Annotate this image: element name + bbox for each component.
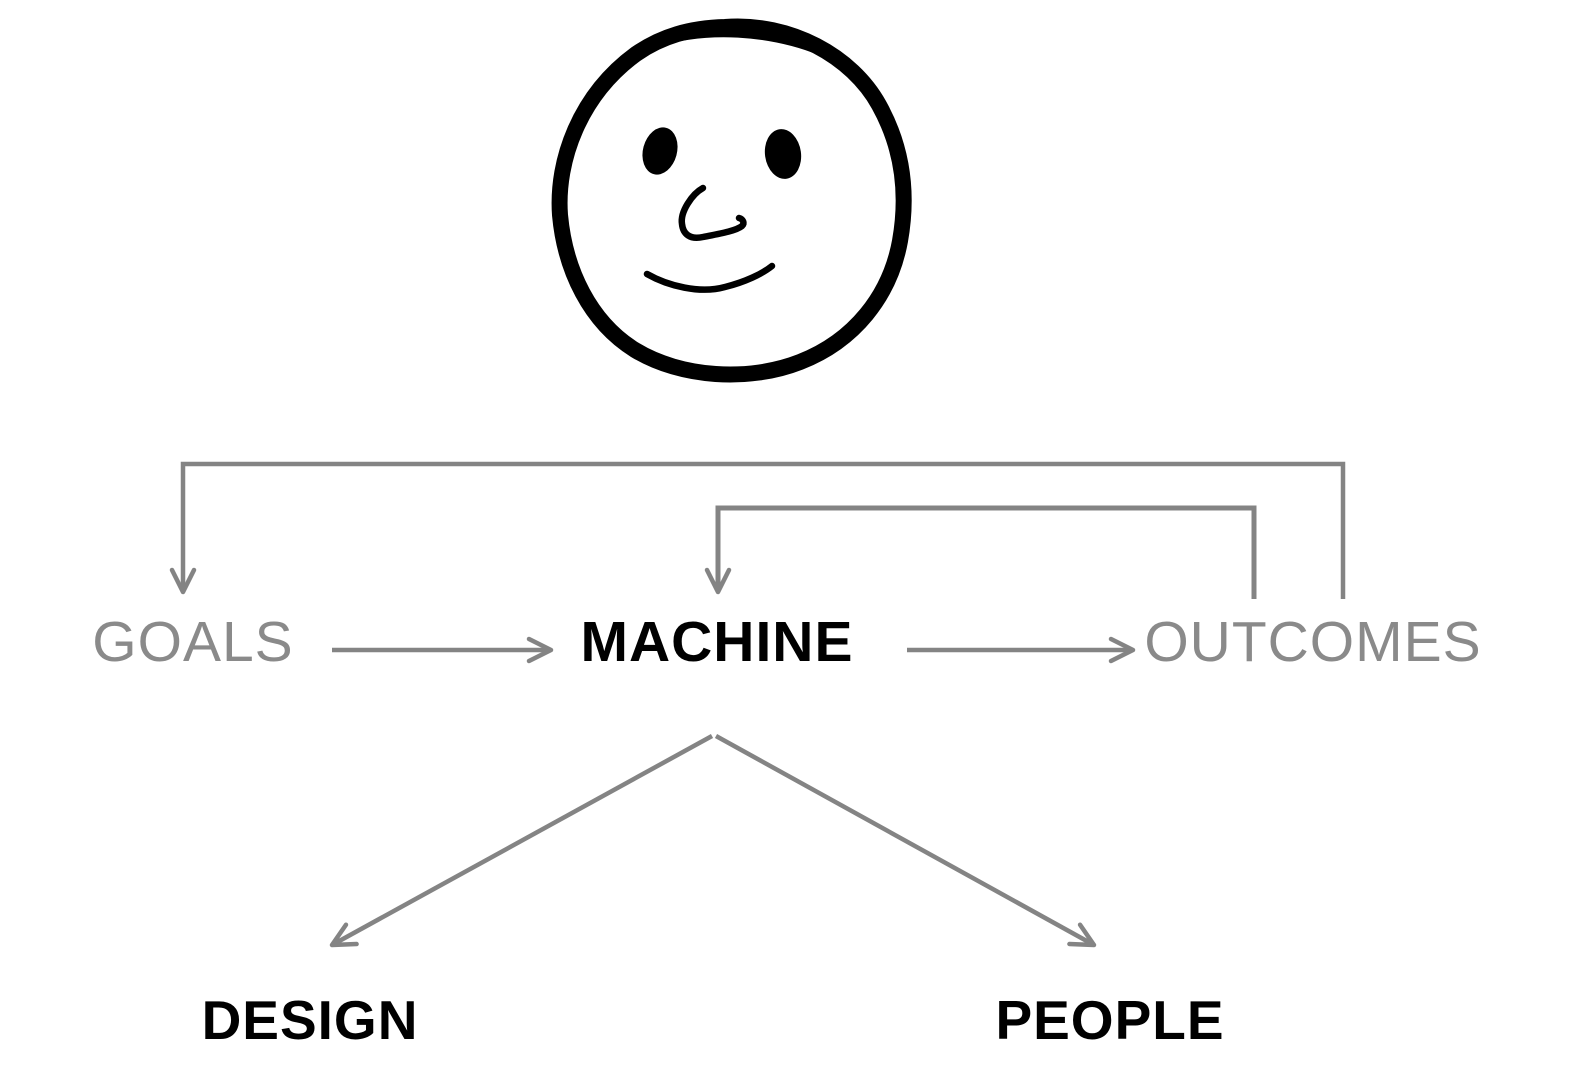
face-outline: [551, 18, 912, 383]
diagram-arrows: [169, 461, 1346, 948]
smile: [643, 262, 776, 293]
feedback-arrow-outcomes-to-machine: [704, 505, 1257, 599]
smiley-face-icon: [551, 18, 912, 383]
feedback-arrow-outcomes-to-goals: [169, 461, 1346, 599]
face-outline-top-thick: [645, 28, 850, 68]
right-eye: [764, 129, 802, 179]
nose: [678, 184, 747, 241]
node-outcomes: OUTCOMES: [1144, 610, 1482, 674]
node-design: DESIGN: [201, 989, 419, 1051]
node-machine: MACHINE: [580, 610, 854, 674]
node-goals: GOALS: [92, 610, 294, 674]
left-eye: [642, 127, 678, 175]
arrow-machine-to-design: [329, 734, 714, 948]
node-people: PEOPLE: [995, 989, 1225, 1051]
arrow-machine-to-people: [714, 734, 1097, 948]
